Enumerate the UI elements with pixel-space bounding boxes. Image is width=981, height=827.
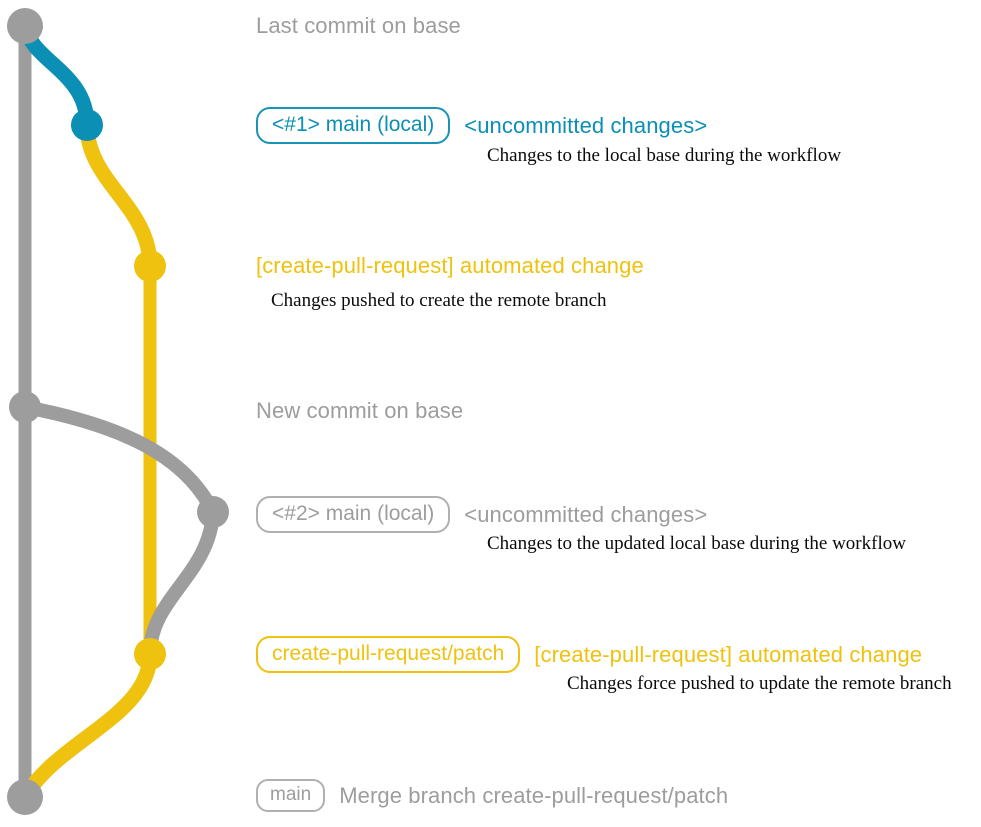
commit-node-patch-1[interactable] bbox=[134, 250, 166, 282]
edge-local1-to-patch1 bbox=[79, 117, 158, 274]
branch-pill-create-pull-request-patch[interactable]: create-pull-request/patch bbox=[256, 636, 521, 673]
commit-node-patch-2[interactable] bbox=[134, 638, 166, 670]
commit-row-automated-change-1: [create-pull-request] automated change bbox=[256, 253, 644, 279]
commit-subject: New commit on base bbox=[256, 398, 464, 423]
branch-pill-local-main-2[interactable]: <#2> main (local) bbox=[256, 496, 451, 533]
commit-subject: [create-pull-request] automated change bbox=[256, 253, 644, 278]
commit-subject: Last commit on base bbox=[256, 13, 461, 38]
commit-description-local-main-1: Changes to the local base during the wor… bbox=[487, 145, 842, 166]
commit-node-base-new[interactable] bbox=[9, 391, 41, 423]
commit-subject: <uncommitted changes> bbox=[464, 112, 708, 138]
commit-node-base-merge[interactable] bbox=[7, 779, 43, 815]
commit-subject: Merge branch create-pull-request/patch bbox=[339, 782, 729, 808]
commit-row-new-commit-on-base: New commit on base bbox=[256, 398, 463, 424]
edge-local2-to-patch2 bbox=[143, 505, 220, 661]
commit-subject: <uncommitted changes> bbox=[464, 501, 708, 527]
edge-patch2-to-merge bbox=[17, 646, 158, 805]
commit-description-automated-change-2: Changes force pushed to update the remot… bbox=[567, 673, 952, 694]
commit-row-local-main-2: <#2> main (local) <uncommitted changes> bbox=[256, 496, 707, 533]
commit-row-local-main-1: <#1> main (local) <uncommitted changes> bbox=[256, 107, 707, 144]
commit-subject: [create-pull-request] automated change bbox=[534, 641, 923, 667]
commit-row-merge-commit: main Merge branch create-pull-request/pa… bbox=[256, 779, 728, 812]
branch-pill-main[interactable]: main bbox=[256, 779, 326, 812]
edge-basenew-to-local2 bbox=[18, 400, 220, 519]
branch-pill-local-main-1[interactable]: <#1> main (local) bbox=[256, 107, 451, 144]
commit-node-base-top[interactable] bbox=[7, 8, 43, 44]
commit-row-last-commit-on-base: Last commit on base bbox=[256, 13, 461, 39]
commit-description-automated-change-1: Changes pushed to create the remote bran… bbox=[271, 290, 607, 311]
commit-node-local-1[interactable] bbox=[71, 109, 103, 141]
commit-row-automated-change-2: create-pull-request/patch [create-pull-r… bbox=[256, 636, 922, 673]
commit-node-local-2[interactable] bbox=[197, 496, 229, 528]
commit-description-local-main-2: Changes to the updated local base during… bbox=[487, 533, 906, 554]
